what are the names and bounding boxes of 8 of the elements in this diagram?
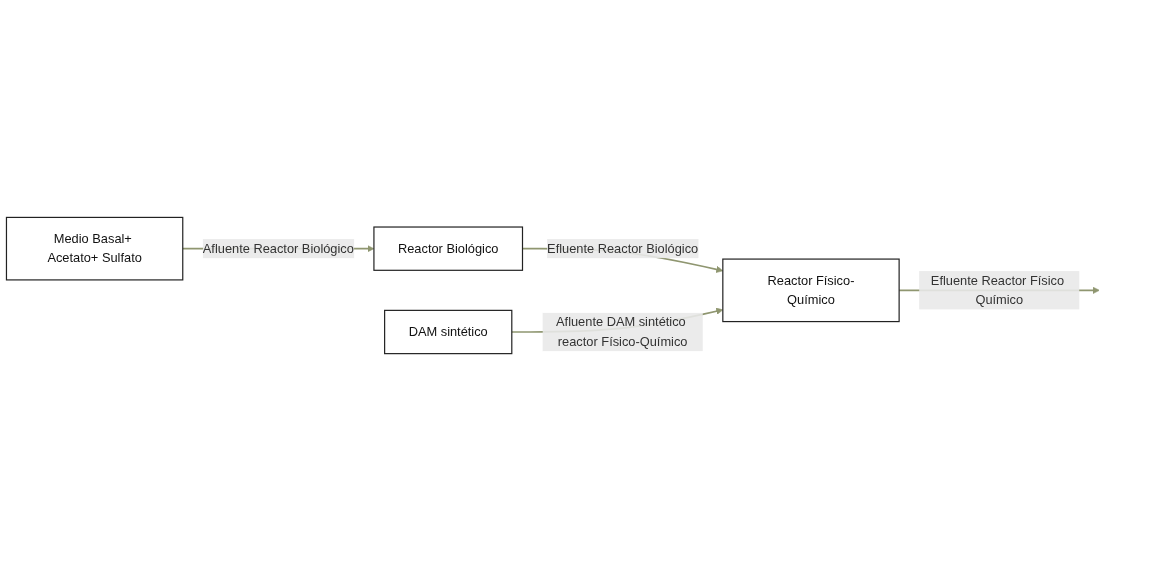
node-box: Reactor Biológico (373, 226, 524, 271)
edge-label: Efluente Reactor Biológico (547, 241, 699, 256)
node-box: Reactor Físico-Químico (722, 258, 900, 323)
node-box: DAM sintético (384, 309, 513, 355)
edge-label: Afluente Reactor Biológico (202, 241, 354, 256)
node-box: Medio Basal+ Acetato+ Sulfato (5, 216, 184, 281)
edge-label: Efluente Reactor Físico Químico (930, 273, 1065, 307)
edge-label: Afluente DAM sintético reactor Físico-Químico (556, 315, 688, 348)
